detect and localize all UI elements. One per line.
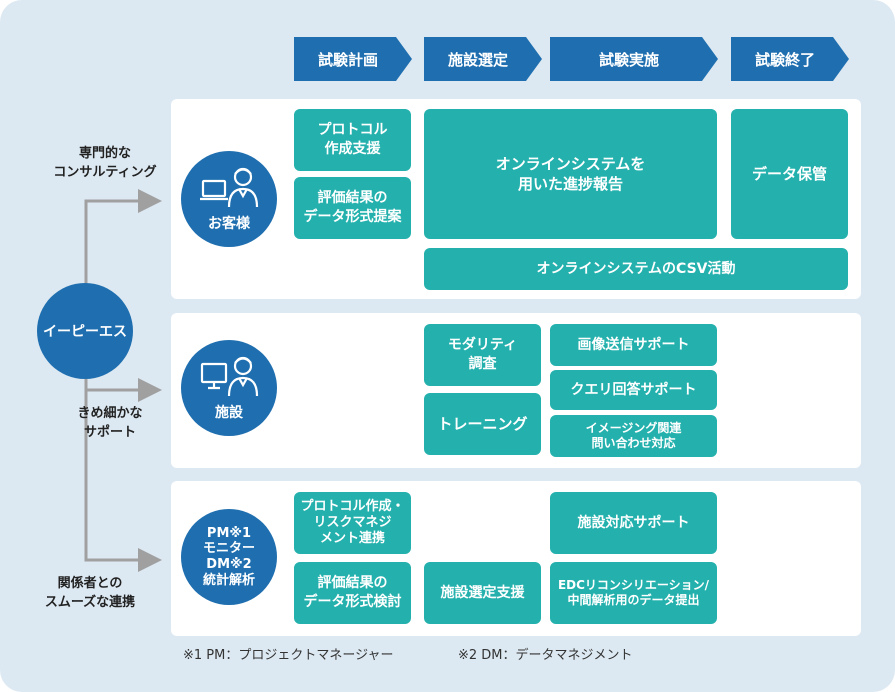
phase-arrow-execution: 試験実施	[550, 37, 718, 81]
phase-arrow-selection: 施設選定	[424, 37, 542, 81]
dm-label: DM※2	[206, 557, 252, 572]
box-data-storage: データ保管	[731, 109, 848, 239]
statistics-label: 統計解析	[202, 572, 255, 588]
box-training: トレーニング	[424, 393, 541, 455]
footnote-dm: ※2 DM：データマネジメント	[458, 648, 633, 663]
connector-to-customer	[84, 189, 162, 285]
company-label: イーピーエス	[43, 324, 127, 340]
box-imaging-inquiry: イメージング関連 問い合わせ対応	[550, 415, 717, 457]
pm-label: PM※1	[206, 525, 252, 541]
laptop-person-icon	[200, 167, 259, 208]
box-image-send-support: 画像送信サポート	[550, 324, 717, 366]
label-detailed-support: きめ細かな サポート	[77, 406, 143, 440]
customer-label: お客様	[208, 216, 250, 232]
box-protocol-risk: プロトコル作成・ リスクマネジ メント連携	[294, 492, 411, 554]
pm-circle: PM※1 モニター DM※2 統計解析	[181, 509, 277, 605]
label-expert-consulting: 専門的な コンサルティング	[53, 146, 157, 180]
monitor-label: モニター	[202, 541, 255, 557]
box-modality-survey: モダリティ 調査	[424, 324, 541, 386]
box-edc-reconciliation: EDCリコンシリエーション/ 中間解析用のデータ提出	[550, 562, 717, 624]
box-eval-format-proposal: 評価結果の データ形式提案	[294, 177, 411, 239]
box-facility-support: 施設対応サポート	[550, 492, 717, 554]
facility-circle: 施設	[181, 340, 277, 436]
company-circle: イーピーエス	[37, 283, 133, 379]
box-facility-selection-support: 施設選定支援	[424, 562, 541, 624]
footnote-pm: ※1 PM：プロジェクトマネージャー	[183, 648, 394, 663]
phase-arrow-end: 試験終了	[731, 37, 849, 81]
box-eval-format-review: 評価結果の データ形式検討	[294, 562, 411, 624]
box-online-progress-report: オンラインシステムを 用いた進捗報告	[424, 109, 717, 239]
box-protocol-support: プロトコル 作成支援	[294, 109, 411, 171]
box-online-csv: オンラインシステムのCSV活動	[424, 248, 848, 290]
box-query-support: クエリ回答サポート	[550, 370, 717, 410]
facility-label: 施設	[215, 405, 243, 421]
monitor-person-icon	[200, 356, 259, 397]
customer-circle: お客様	[181, 151, 277, 247]
phase-arrow-plan: 試験計画	[294, 37, 412, 81]
label-smooth-collaboration: 関係者との スムーズな連携	[44, 576, 136, 610]
connector-to-pm	[84, 375, 162, 572]
